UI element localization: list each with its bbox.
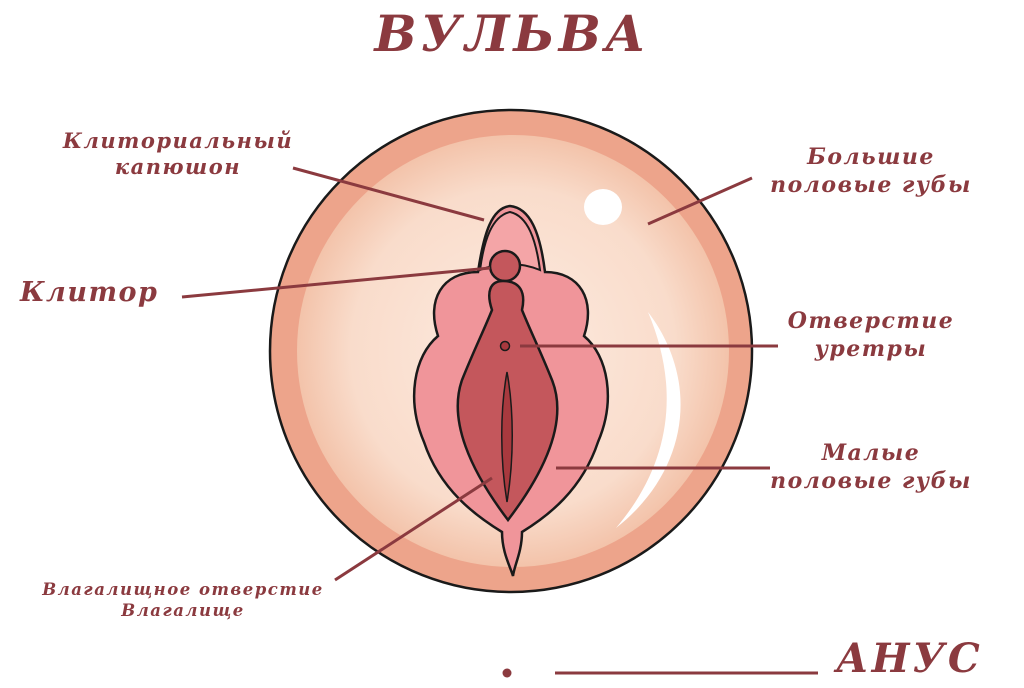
label-labia-majora: Большие половые губы [736, 144, 1006, 199]
leader-line-clitoral-hood [292, 166, 485, 222]
leader-line-labia-majora [647, 176, 753, 226]
label-clitoral-hood-line2: капюшон [114, 154, 242, 180]
diagram-title: ВУЛЬВА [374, 4, 650, 63]
clitoris-glans [488, 249, 522, 283]
label-labia-minora-line1: Малые [821, 440, 921, 466]
label-vaginal-opening-line1: Влагалищное отверстие [42, 580, 324, 599]
label-urethral-opening-line1: Отверстие [787, 308, 955, 334]
vaginal-opening-shape [501, 371, 513, 503]
highlight-arc [616, 312, 681, 528]
label-anus: АНУС [836, 635, 983, 682]
anus-dot [502, 668, 512, 678]
label-clitoris: Клитор [20, 277, 159, 308]
label-clitoral-hood: Клиториальный капюшон [30, 128, 326, 181]
label-vaginal-opening: Влагалищное отверстие Влагалище [4, 580, 362, 621]
label-labia-majora-line2: половые губы [770, 171, 972, 198]
label-labia-minora-line2: половые губы [770, 467, 972, 494]
label-vaginal-opening-line2: Влагалище [121, 600, 245, 620]
leader-line-clitoris [181, 266, 491, 299]
urethral-opening-shape [499, 340, 511, 352]
leader-line-vaginal-opening [334, 476, 493, 582]
label-urethral-opening-line2: уретры [814, 335, 928, 362]
label-clitoral-hood-line1: Клиториальный [62, 128, 294, 153]
highlight-dot [584, 189, 622, 225]
label-urethral-opening: Отверстие уретры [760, 308, 982, 363]
label-labia-minora: Малые половые губы [736, 440, 1006, 495]
label-labia-majora-line1: Большие [807, 144, 935, 170]
